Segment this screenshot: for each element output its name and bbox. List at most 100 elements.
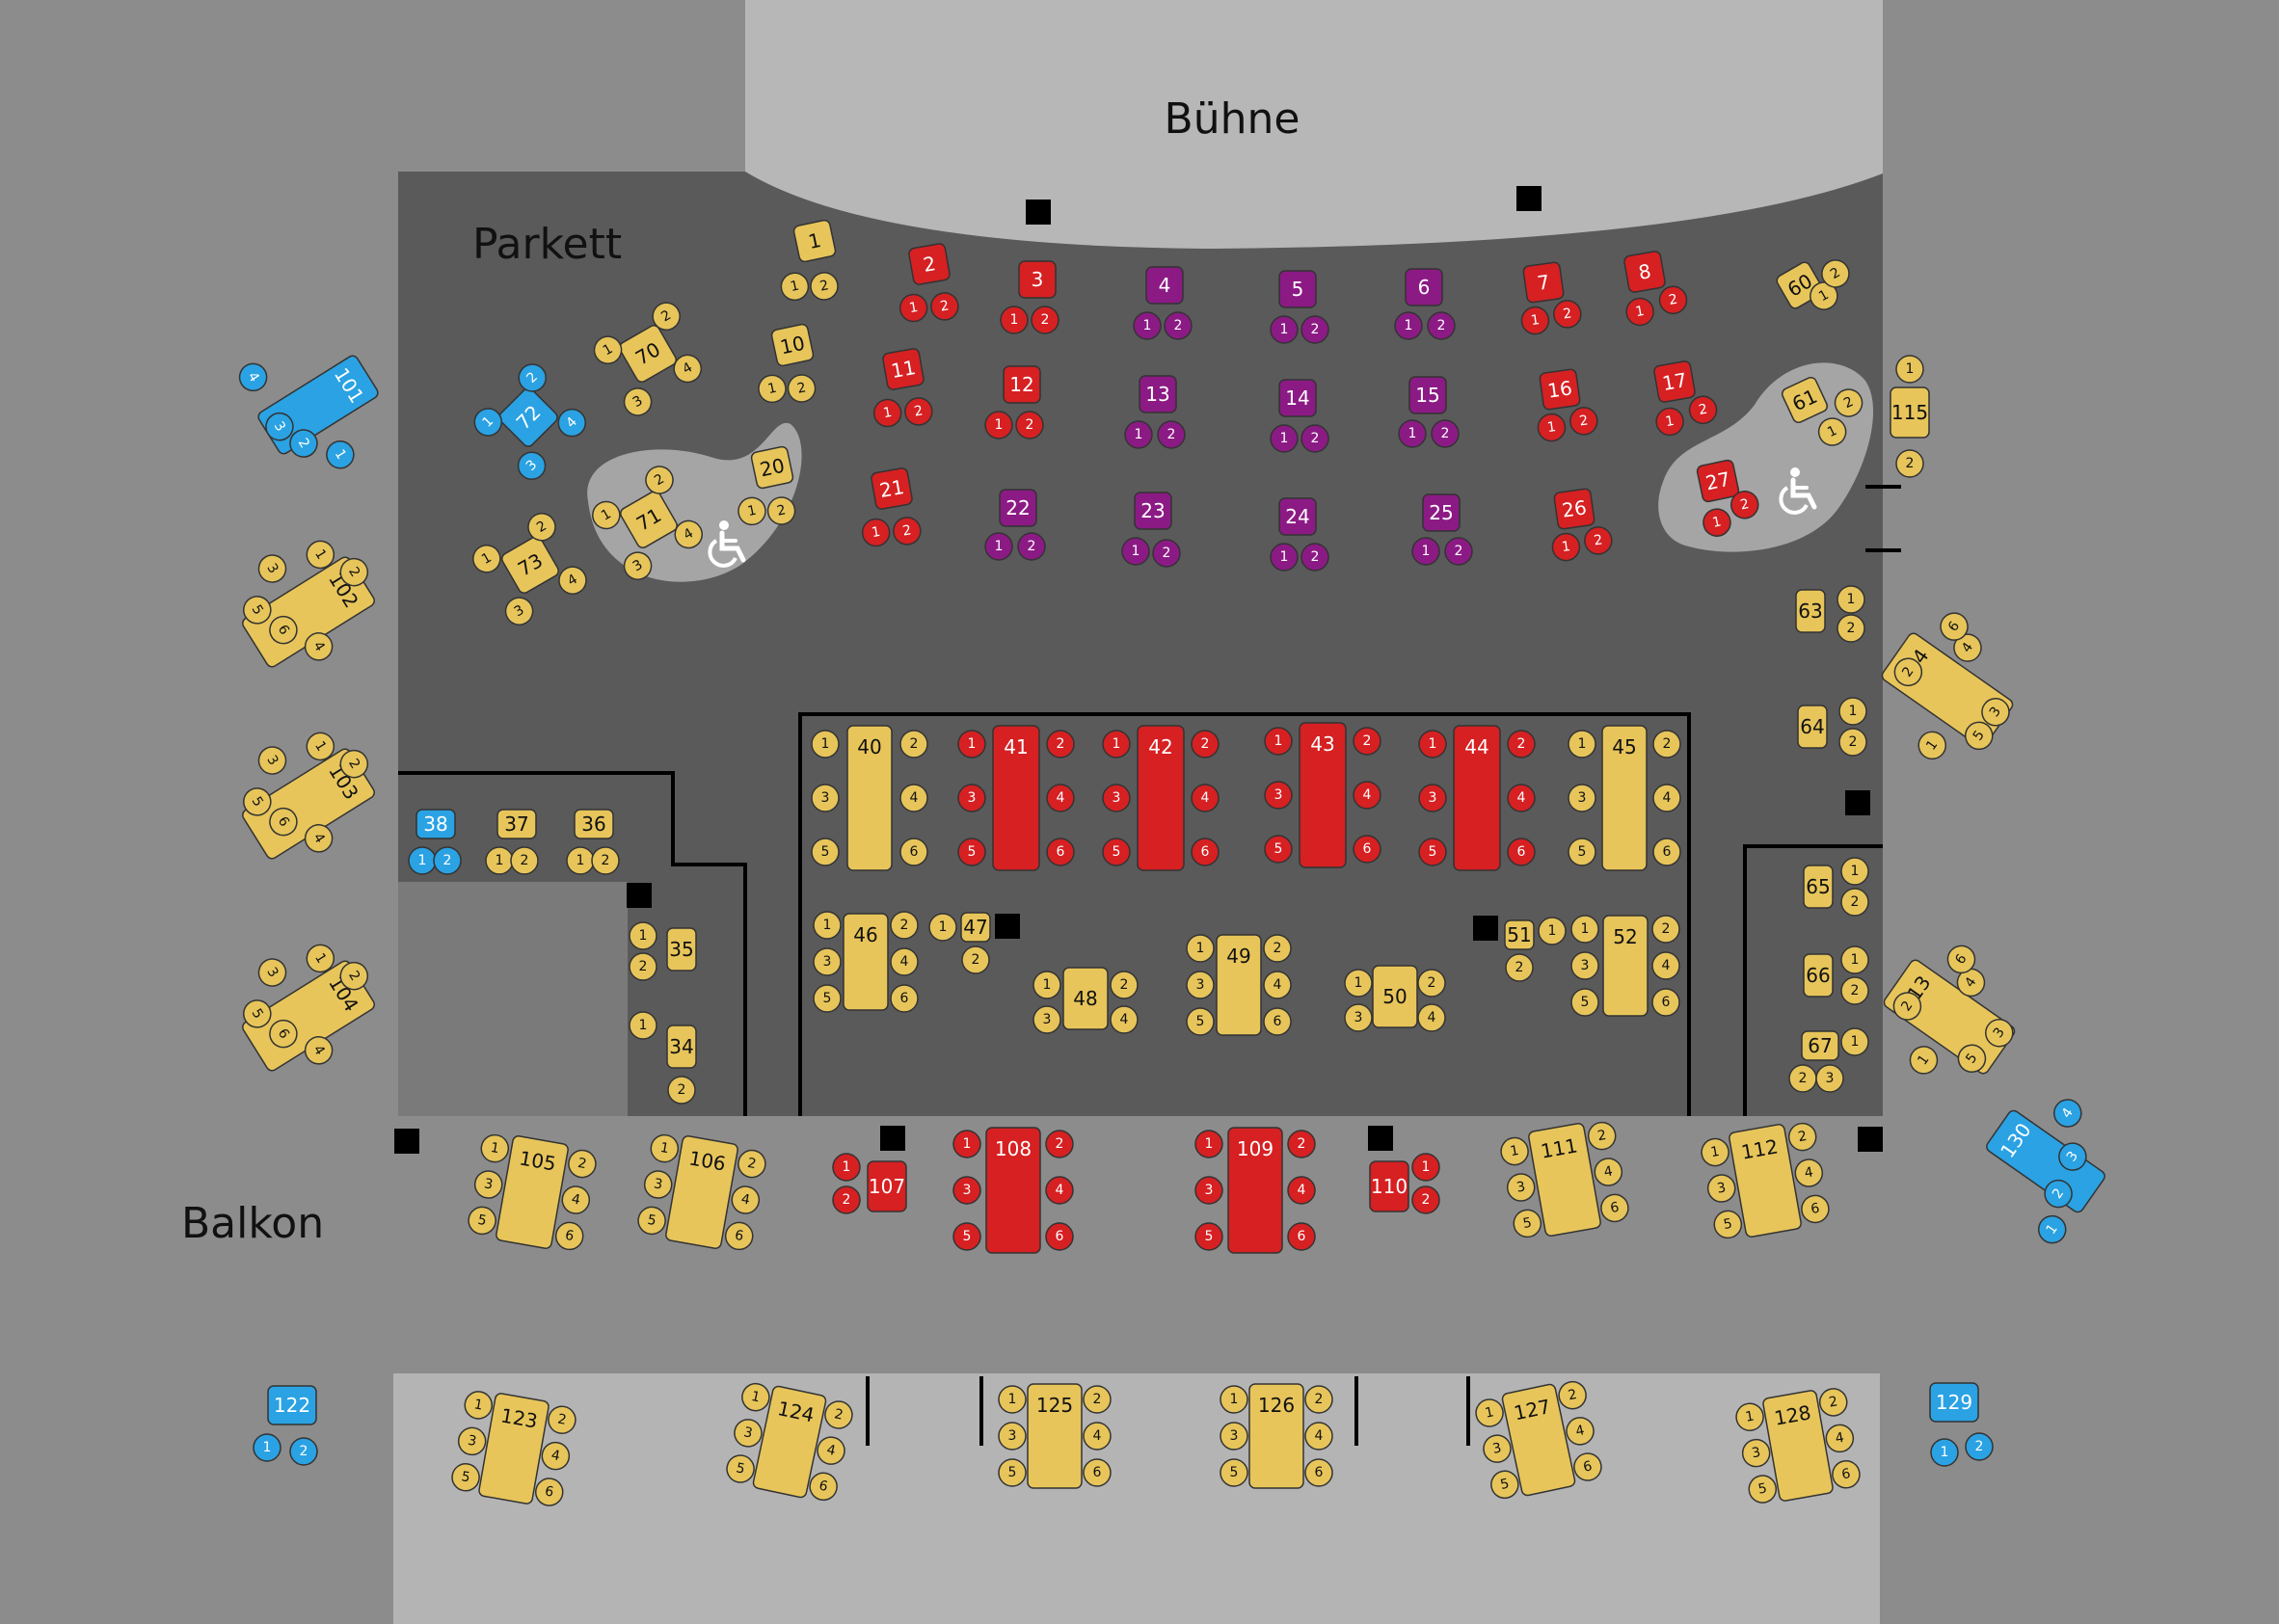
seat[interactable]: 6 <box>1263 1007 1292 1036</box>
seat[interactable]: 1 <box>952 1130 981 1158</box>
seat[interactable]: 5 <box>1186 1007 1215 1036</box>
table-top[interactable] <box>1504 919 1535 950</box>
seat[interactable]: 1 <box>463 1390 494 1421</box>
seat[interactable]: 1 <box>1000 306 1029 334</box>
seat[interactable]: 1 <box>898 292 928 323</box>
seat[interactable]: 4 <box>1507 784 1536 812</box>
seat[interactable]: 2 <box>1583 525 1614 556</box>
seat[interactable]: 1 <box>984 411 1013 439</box>
seat[interactable]: 2 <box>1840 888 1869 917</box>
seat[interactable]: 2 <box>629 952 657 981</box>
table-top[interactable] <box>496 1135 569 1249</box>
seat[interactable]: 2 <box>1157 420 1186 449</box>
table-top[interactable] <box>496 809 537 839</box>
seat[interactable]: 2 <box>1552 299 1583 330</box>
seat[interactable]: 1 <box>1654 406 1685 437</box>
seat[interactable]: 2 <box>903 396 934 427</box>
table-top[interactable] <box>1653 360 1696 403</box>
table-top[interactable] <box>478 1393 550 1504</box>
table-top[interactable] <box>665 1135 738 1249</box>
seat[interactable]: 1 <box>1914 727 1951 764</box>
seat[interactable]: 6 <box>723 1220 754 1251</box>
seat[interactable]: 2 <box>899 730 928 759</box>
table-top[interactable] <box>1890 386 1930 439</box>
seat[interactable]: 1 <box>629 1011 657 1040</box>
seat[interactable]: 4 <box>1593 1157 1623 1187</box>
seat[interactable]: 1 <box>832 1153 861 1182</box>
seat[interactable]: 3 <box>254 954 291 992</box>
seat[interactable]: 2 <box>1837 614 1865 643</box>
table-top[interactable] <box>1601 725 1648 871</box>
seat[interactable]: 4 <box>890 947 919 976</box>
table-top[interactable] <box>618 324 679 385</box>
seat[interactable]: 1 <box>1121 537 1150 566</box>
seat[interactable]: 4 <box>1652 784 1681 812</box>
seat[interactable]: 1 <box>1499 1135 1530 1166</box>
table-top[interactable] <box>1539 368 1581 411</box>
seat[interactable]: 6 <box>890 984 919 1013</box>
table-top[interactable] <box>1696 459 1740 503</box>
seat[interactable]: 2 <box>567 1148 598 1179</box>
seat[interactable]: 1 <box>1270 543 1299 572</box>
table-top[interactable] <box>1369 1160 1409 1212</box>
table-8[interactable]: 812 <box>1617 248 1690 328</box>
seat[interactable]: 4 <box>669 350 706 386</box>
table-top[interactable] <box>770 323 815 367</box>
seat[interactable]: 6 <box>553 1220 584 1251</box>
seat[interactable]: 4 <box>1952 964 1990 1001</box>
table-top[interactable] <box>1795 589 1826 633</box>
table-top[interactable] <box>1027 1383 1083 1489</box>
seat[interactable]: 3 <box>1815 1064 1844 1093</box>
seat[interactable]: 2 <box>1287 1130 1316 1158</box>
seat[interactable]: 2 <box>591 846 620 875</box>
seat[interactable]: 4 <box>1824 1423 1855 1453</box>
seat[interactable]: 4 <box>1046 784 1075 812</box>
table-top[interactable] <box>1227 1127 1283 1254</box>
seat[interactable]: 1 <box>589 332 626 368</box>
seat[interactable]: 4 <box>560 1185 591 1215</box>
seat[interactable]: 1 <box>998 1385 1027 1414</box>
seat[interactable]: 1 <box>1418 730 1447 759</box>
seat[interactable]: 1 <box>1520 306 1551 336</box>
seat[interactable]: 4 <box>1948 629 1986 667</box>
seat[interactable]: 4 <box>670 516 707 552</box>
table-top[interactable] <box>750 445 794 490</box>
seat[interactable]: 2 <box>547 1404 577 1435</box>
seat[interactable]: 5 <box>1747 1474 1778 1504</box>
seat[interactable]: 1 <box>984 532 1013 561</box>
table-top[interactable] <box>1522 261 1565 304</box>
seat[interactable]: 1 <box>811 730 840 759</box>
seat[interactable]: 1 <box>736 495 767 527</box>
seat[interactable]: 1 <box>1570 915 1599 944</box>
table-top[interactable] <box>908 243 951 285</box>
seat[interactable]: 6 <box>265 803 303 840</box>
table-top[interactable] <box>267 1385 317 1425</box>
table-top[interactable] <box>619 490 680 550</box>
table-top[interactable] <box>1278 270 1317 308</box>
seat[interactable]: 6 <box>265 1015 303 1052</box>
